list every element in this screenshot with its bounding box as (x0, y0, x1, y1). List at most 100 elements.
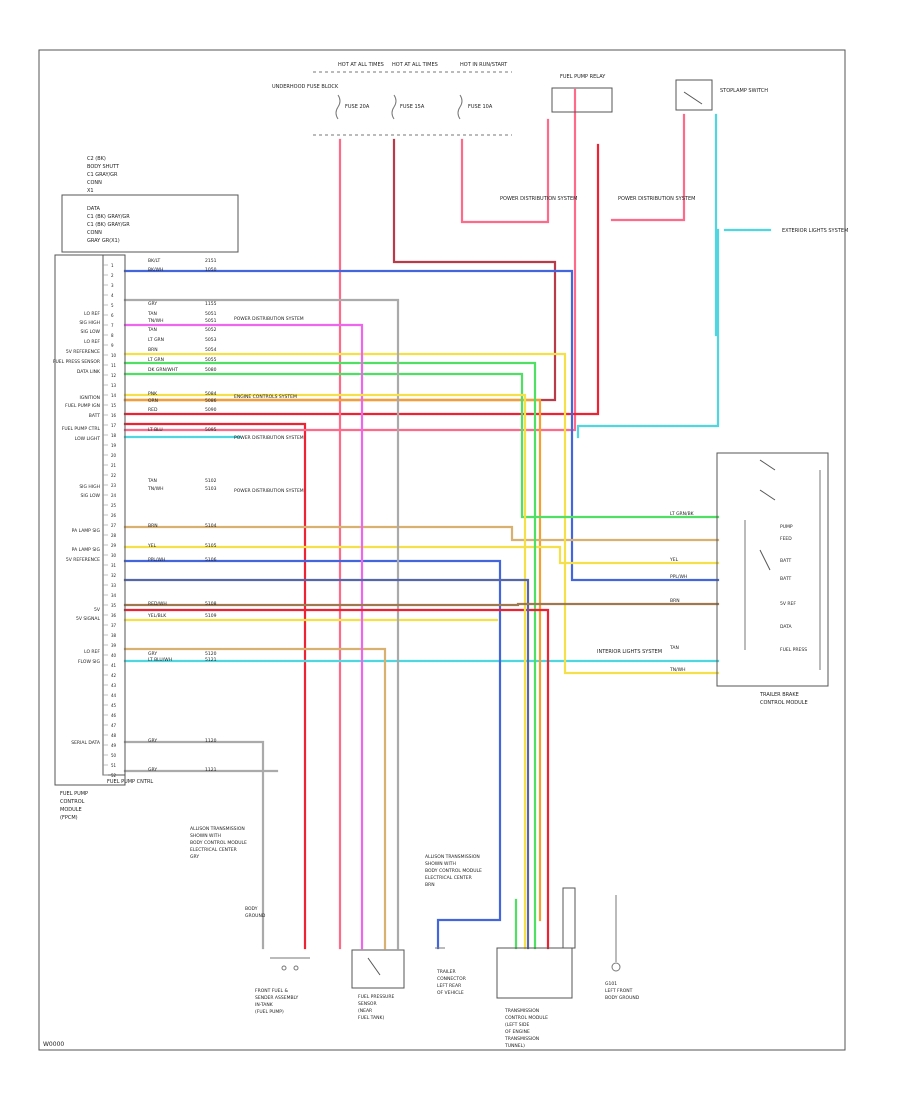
wire-circuit-number: 5053 (205, 337, 217, 343)
pin-number: 3 (111, 283, 114, 288)
wire-circuit-number: 5095 (205, 427, 217, 433)
wire-color-code: TAN (147, 327, 157, 333)
ecm-name-line: CONTROL (60, 799, 85, 805)
ecm-body (54, 254, 126, 786)
component-label-trans_module: TUNNEL) (504, 1043, 525, 1049)
trailer-module-box (716, 452, 829, 687)
dist-right-label: POWER DISTRIBUTION SYSTEM (618, 196, 695, 202)
wire-circuit-number: 5052 (205, 327, 217, 333)
wire-circuit-number: 5086 (205, 398, 217, 404)
side-note: POWER DISTRIBUTION SYSTEM (234, 316, 304, 322)
pin-number: 9 (111, 343, 114, 348)
pin-number: 27 (111, 523, 117, 528)
ecm-sub-line: C1 (BK) GRAY/GR (87, 222, 130, 228)
fuse-symbol-3 (457, 94, 463, 120)
pin-label: 5V REFERENCE (66, 349, 100, 355)
stoplamp-switch-box (675, 79, 713, 111)
component-label-trans_module: OF ENGINE (505, 1029, 530, 1035)
pin-number: 52 (111, 773, 117, 778)
interior-lights-note: INTERIOR LIGHTS SYSTEM (597, 649, 662, 655)
fuse-symbol-2 (391, 94, 397, 120)
module-pin-label: PUMP (780, 524, 793, 530)
trailer-module-switch (744, 459, 821, 670)
pin-number: 20 (111, 453, 117, 458)
wire-magenta-22 (123, 323, 364, 950)
component-label-ground_note: ELECTRICAL CENTER (190, 847, 237, 853)
pin-label: SIG HIGH (79, 320, 100, 326)
transmission-module (496, 887, 576, 999)
wire-color-code: BK/WH (148, 267, 163, 273)
pin-number: 23 (111, 483, 117, 488)
pin-number: 44 (111, 693, 117, 698)
wire-color-code: YEL/BLK (147, 613, 167, 619)
hot-label-1: HOT AT ALL TIMES (338, 62, 384, 68)
component-label-fuel_pump: IN-TANK (255, 1002, 274, 1008)
wire-tan-15 (123, 525, 720, 542)
pin-label: SERIAL DATA (71, 740, 101, 746)
wire-circuit-number: 5106 (205, 557, 217, 563)
pin-label: SIG LOW (81, 493, 101, 499)
pin-number: 47 (111, 723, 117, 728)
wire-color-code: DK GRN/WHT (148, 367, 178, 373)
pin-number: 50 (111, 753, 117, 758)
pin-number: 8 (111, 333, 114, 338)
component-label-fuel_pump: (FUEL PUMP) (255, 1009, 284, 1015)
pin-number: 25 (111, 503, 117, 508)
wire-circuit-number: 1050 (205, 267, 217, 273)
component-label-fuel_sensor: SENSOR (358, 1001, 377, 1007)
pin-number: 24 (111, 493, 117, 498)
wire-color-code: TN/WH (147, 486, 163, 492)
wire-circuit-number: 5121 (205, 657, 217, 663)
wire-layer (123, 88, 772, 950)
module-pin-label: FUEL PRESS (780, 647, 807, 653)
pin-number: 28 (111, 533, 117, 538)
pin-number: 18 (111, 433, 117, 438)
pin-number: 29 (111, 543, 117, 548)
component-label-trans_note: SHOWN WITH (425, 861, 456, 867)
component-label-body_ground: BODY GROUND (605, 995, 640, 1001)
ecm-pin-ticks: 1234567891011121314151617181920212223242… (103, 263, 117, 778)
wire-yellow-16 (123, 545, 720, 565)
wire-purple-29 (123, 578, 530, 950)
dist-left-label: POWER DISTRIBUTION SYSTEM (500, 196, 577, 202)
component-label-trailer: TRAILER (436, 969, 456, 975)
pin-number: 6 (111, 313, 114, 318)
pin-number: 14 (111, 393, 117, 398)
wire-color-code: TN/WH (147, 318, 163, 324)
wire-color-code: LT GRN (148, 337, 164, 343)
pin-number: 1 (111, 263, 114, 268)
pin-number: 49 (111, 743, 117, 748)
ecm-name-line: MODULE (60, 807, 82, 813)
ecm-header-line: C1 GRAY/GR (87, 172, 118, 178)
ecm-sub-line: CONN (87, 230, 102, 236)
pin-number: 17 (111, 423, 117, 428)
pin-number: 5 (111, 303, 114, 308)
wire-circuit-number: 5108 (205, 601, 217, 607)
module-pin-label: FEED (780, 536, 792, 542)
fuel-pump-relay-box (551, 87, 613, 113)
hot-label-2: HOT AT ALL TIMES (392, 62, 438, 68)
pin-label: FUEL PUMP CTRL (62, 426, 101, 432)
module-name-line: CONTROL MODULE (760, 700, 808, 706)
wire-color-code: LT GRN (148, 357, 164, 363)
wire-circuit-number: 5051 (205, 311, 217, 317)
wire-circuit-number: 5054 (205, 347, 217, 353)
pin-number: 38 (111, 633, 117, 638)
wire-blue-12 (123, 269, 720, 582)
wire-color-code: BK/LT (148, 258, 160, 264)
module-wire-label: TN/WH (669, 667, 685, 673)
pin-number: 35 (111, 603, 117, 608)
wire-circuit-number: 5080 (205, 367, 217, 373)
pin-number: 46 (111, 713, 117, 718)
ecm-sub-line: DATA (87, 206, 100, 212)
fuse-label-3: FUSE 10A (468, 104, 493, 110)
wire-color-code: TAN (147, 478, 157, 484)
ecm-bottom-label: FUEL PUMP CNTRL (107, 779, 153, 785)
pin-number: 30 (111, 553, 117, 558)
wire-circuit-number: 1121 (205, 767, 217, 773)
pin-label: 5V (94, 607, 101, 613)
wire-red-2 (123, 143, 600, 416)
wire-orange-14 (123, 398, 542, 922)
